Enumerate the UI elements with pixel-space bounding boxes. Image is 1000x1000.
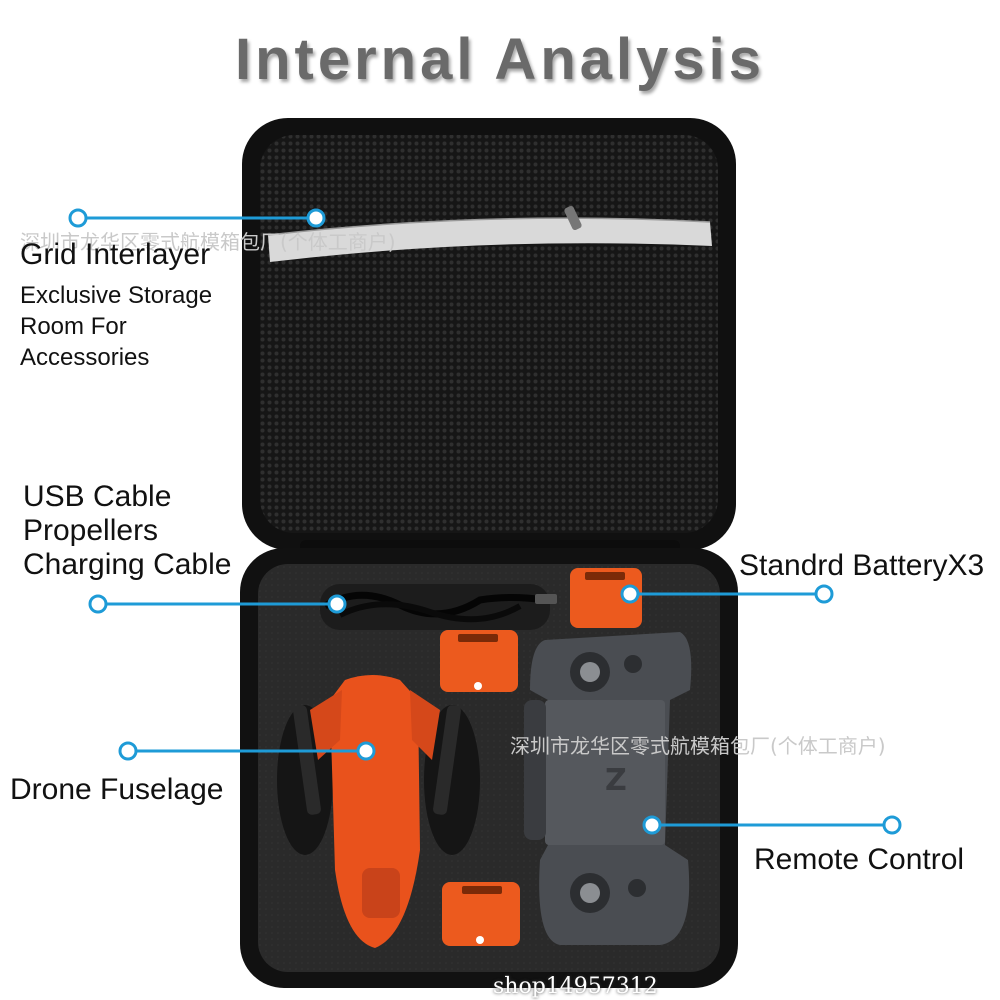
callout-battery xyxy=(620,584,834,604)
callout-fuselage xyxy=(118,741,376,761)
page-title: Internal Analysis xyxy=(234,27,766,92)
watermark-middle: 深圳市龙华区零式航模箱包厂(个体工商户) xyxy=(510,734,886,758)
grid-interlayer-line-1: Exclusive Storage xyxy=(20,282,213,309)
watermark-bottom: shop14957312 xyxy=(493,974,658,999)
fuselage-heading: Drone Fuselage xyxy=(10,773,224,806)
grid-interlayer-line-2: Room For xyxy=(20,313,127,340)
drone-fuselage xyxy=(277,675,480,948)
zipper-pull xyxy=(564,205,582,231)
cables-line-1: USB Cable xyxy=(23,480,172,513)
grid-interlayer-heading: Grid Interlayer xyxy=(20,238,211,271)
remote-heading: Remote Control xyxy=(754,843,965,876)
mesh-pocket xyxy=(260,135,718,533)
watermark-top: 深圳市龙华区零式航模箱包厂(个体工商户) xyxy=(20,230,396,254)
callout-grid-interlayer xyxy=(68,208,326,228)
callout-cables xyxy=(88,594,347,614)
battery-2 xyxy=(440,630,518,692)
callout-remote xyxy=(642,815,902,835)
remote-control: Z xyxy=(524,632,692,945)
cables-line-3: Charging Cable xyxy=(23,548,232,581)
zipper xyxy=(268,218,712,262)
battery-3 xyxy=(442,882,520,946)
battery-heading: Standrd BatteryX3 xyxy=(739,549,985,582)
grid-interlayer-line-3: Accessories xyxy=(20,344,150,371)
battery-1 xyxy=(570,568,642,628)
case-lid xyxy=(242,118,736,550)
svg-text:Z: Z xyxy=(605,763,627,798)
cables-line-2: Propellers xyxy=(23,514,159,547)
